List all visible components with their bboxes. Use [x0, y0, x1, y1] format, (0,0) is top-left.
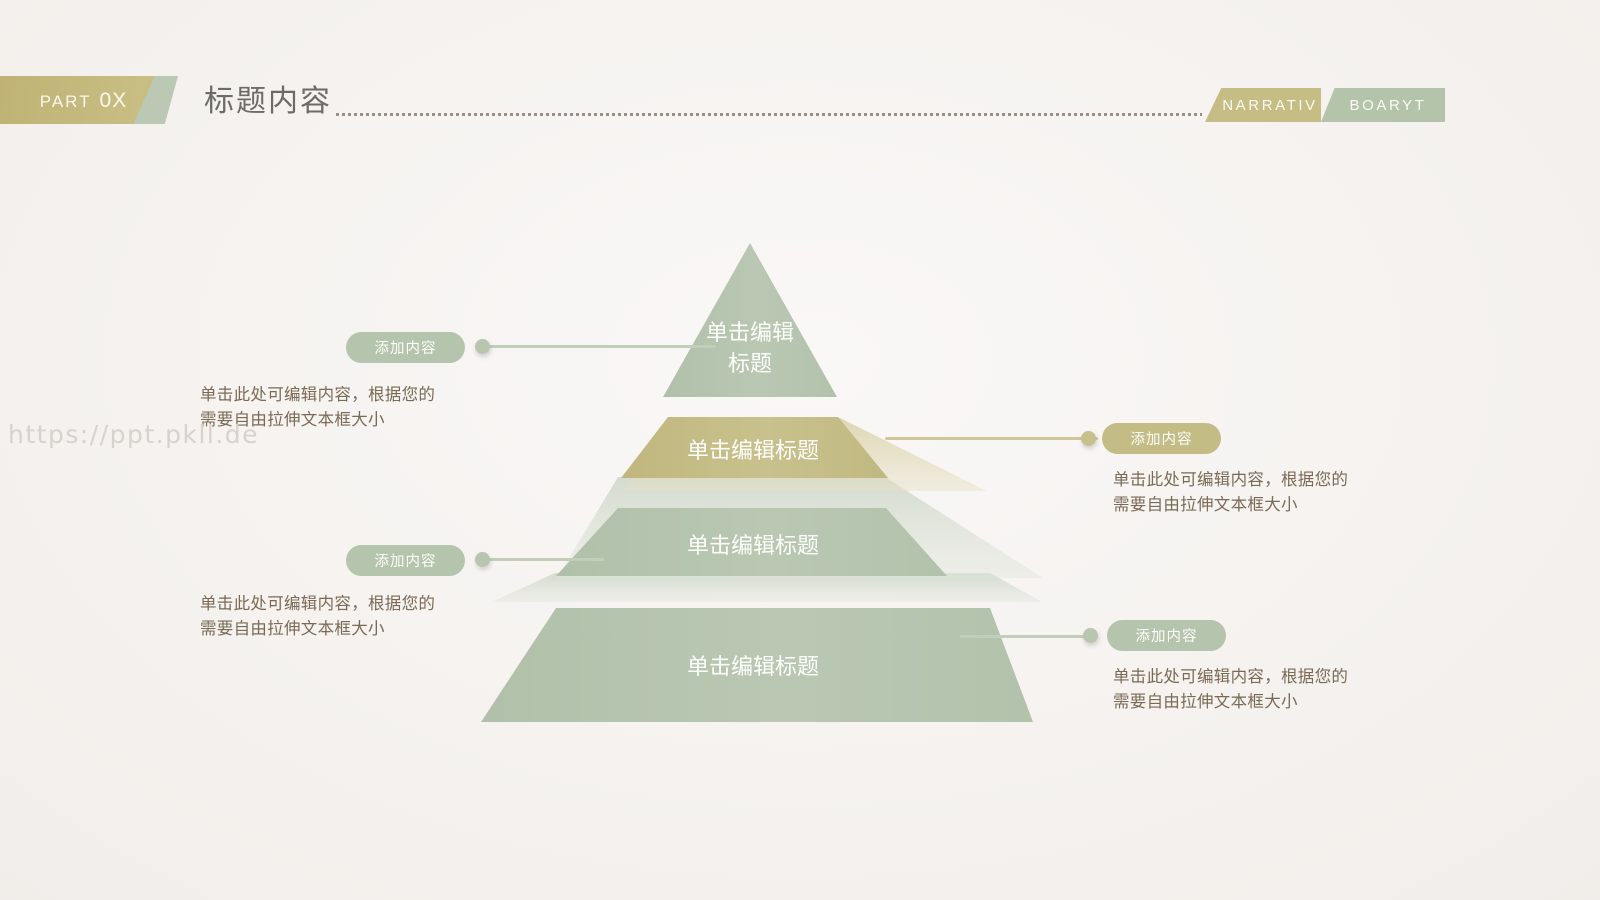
part-badge-text: PART 0X [40, 90, 127, 111]
connector-dot-mid-right [1081, 431, 1096, 446]
callout-pill-mid-left-label: 添加内容 [374, 554, 437, 570]
callout-body-bottom-right: 单击此处可编辑内容，根据您的需要自由拉伸文本框大小 [1113, 668, 1349, 711]
pyramid-tier-3[interactable] [556, 508, 947, 576]
connector-line-top-left [484, 345, 716, 348]
pyramid-tier-1-label-line2: 标题 [728, 351, 772, 376]
connector-dot-mid-left [475, 552, 490, 567]
part-badge[interactable]: PART 0X [0, 76, 155, 124]
callout-pill-mid-left[interactable]: 添加内容 [346, 545, 465, 576]
connector-line-bottom-right [960, 635, 1090, 638]
callout-pill-mid-right-label: 添加内容 [1130, 432, 1193, 448]
callout-pill-bottom-right[interactable]: 添加内容 [1107, 620, 1226, 651]
pyramid-tier-4-label: 单击编辑标题 [687, 654, 819, 679]
connector-dot-bottom-right [1083, 628, 1098, 643]
callout-pill-bottom-right-label: 添加内容 [1135, 629, 1198, 645]
pyramid-tier-1-label-line1: 单击编辑 [706, 320, 794, 345]
title-dotted-rule [336, 113, 1202, 116]
callout-body-mid-right: 单击此处可编辑内容，根据您的需要自由拉伸文本框大小 [1113, 471, 1349, 514]
page-title: 标题内容 [204, 85, 332, 118]
tag-boaryt-label: BOARYT [1349, 96, 1427, 114]
tag-narrativ-label: NARRATIV [1222, 96, 1318, 114]
pyramid-tier-4[interactable] [481, 608, 1033, 722]
connector-dot-top-left [475, 339, 490, 354]
part-badge-number: 0X [99, 88, 128, 112]
callout-body-top-left: 单击此处可编辑内容，根据您的需要自由拉伸文本框大小 [200, 386, 436, 429]
connector-line-mid-right [885, 437, 1098, 440]
connector-line-mid-left [484, 558, 604, 561]
callout-pill-top-left-label: 添加内容 [374, 341, 437, 357]
pyramid-tier-2-label: 单击编辑标题 [687, 438, 819, 463]
tag-boaryt[interactable]: BOARYT [1321, 88, 1445, 122]
pyramid-tier-2[interactable] [621, 417, 888, 478]
callout-pill-mid-right[interactable]: 添加内容 [1102, 423, 1221, 454]
pyramid-tier-1[interactable] [663, 243, 837, 397]
callout-pill-top-left[interactable]: 添加内容 [346, 332, 465, 363]
watermark: https://ppt.pkll.de [8, 420, 260, 449]
pyramid-tier-3-label: 单击编辑标题 [687, 533, 819, 558]
callout-body-mid-left: 单击此处可编辑内容，根据您的需要自由拉伸文本框大小 [200, 595, 436, 638]
tag-narrativ[interactable]: NARRATIV [1205, 88, 1321, 122]
pyramid-tier-4-shadow [492, 573, 1042, 602]
part-badge-label: PART [39, 91, 92, 111]
